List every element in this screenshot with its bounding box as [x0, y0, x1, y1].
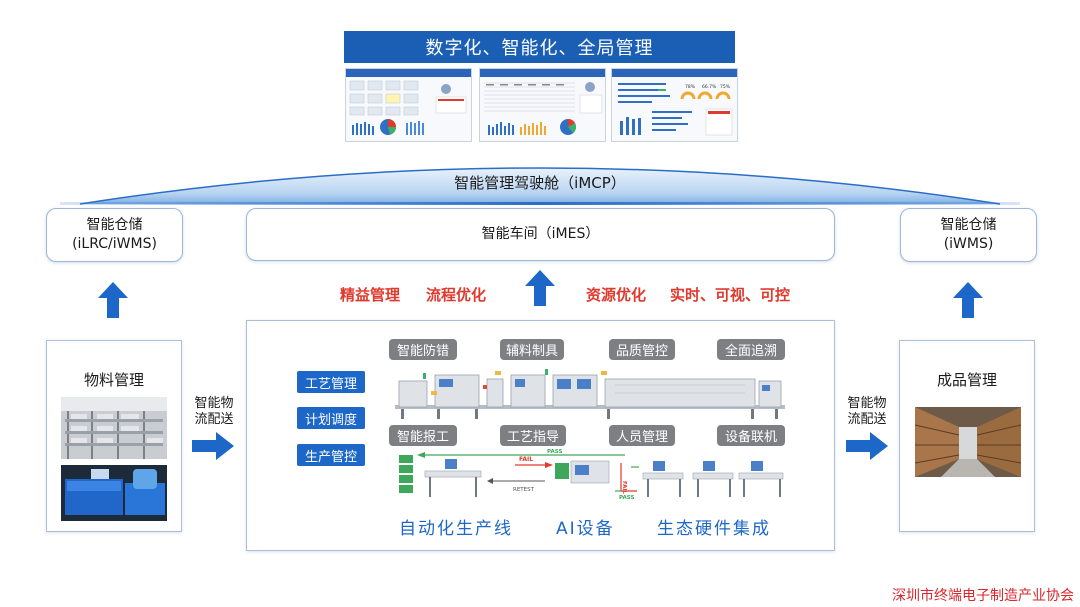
- dash-pct-3: 75%: [720, 84, 731, 90]
- cockpit-fan: [60, 167, 1020, 205]
- logistics-label-right-l2: 流配送: [847, 412, 887, 427]
- tag-production-control: 生产管控: [297, 444, 365, 466]
- tag-smart-reporting: 智能报工: [389, 425, 457, 446]
- tag-process-management: 工艺管理: [297, 371, 365, 393]
- pass-label-bottom: PASS: [619, 495, 634, 501]
- ecosystem-hardware-label: 生态硬件集成: [657, 519, 771, 539]
- tag-equipment-connection: 设备联机: [717, 425, 785, 446]
- up-arrow-icon: [525, 270, 555, 306]
- fail-label-vertical: FAIL: [621, 481, 627, 494]
- tag-plan-scheduling: 计划调度: [297, 407, 365, 429]
- dash-pct-1: 78%: [685, 84, 696, 90]
- smart-warehouse-right-sub: (iWMS): [943, 236, 994, 252]
- dash-pct-2: 66.7%: [702, 84, 717, 90]
- tag-quality-control: 品质管控: [609, 339, 675, 360]
- benefit-process: 流程优化: [426, 286, 487, 304]
- right-arrow-icon: [192, 432, 234, 460]
- smart-warehouse-left: 智能仓储 (iLRC/iWMS): [46, 208, 183, 262]
- workshop-center-panel: 工艺管理 计划调度 生产管控 智能防错 辅料制具 品质管控 全面追溯 智能报工 …: [246, 320, 835, 551]
- smart-warehouse-left-sub: (iLRC/iWMS): [72, 236, 157, 252]
- tag-auxiliary-tooling: 辅料制具: [500, 339, 564, 360]
- material-management-title: 物料管理: [83, 371, 144, 389]
- assembly-stations-image: FAIL PASS RETEST FAIL PASS: [399, 449, 784, 501]
- up-arrow-icon: [953, 282, 983, 318]
- up-arrow-icon: [98, 282, 128, 318]
- logistics-label-right: 智能物 流配送: [843, 396, 891, 428]
- pass-label-top: PASS: [547, 449, 562, 455]
- retest-label: RETEST: [513, 487, 535, 493]
- material-bins-image: [61, 465, 167, 521]
- smart-warehouse-left-title: 智能仓储: [86, 217, 143, 233]
- top-banner: 数字化、智能化、全局管理: [344, 31, 735, 63]
- dashboard-thumbnail-3: 78% 66.7% 75%: [611, 68, 738, 142]
- benefit-lean: 精益管理: [340, 286, 401, 304]
- warehouse-shelves-image: [61, 397, 167, 459]
- footer-organization: 深圳市终端电子制造产业协会: [892, 588, 1074, 604]
- tag-process-guidance: 工艺指导: [500, 425, 566, 446]
- tag-smart-error-proofing: 智能防错: [389, 339, 457, 360]
- finished-goods-title: 成品管理: [936, 371, 997, 389]
- logistics-label-left-l2: 流配送: [194, 412, 234, 427]
- right-arrow-icon: [846, 432, 888, 460]
- tag-personnel-management: 人员管理: [609, 425, 675, 446]
- smart-warehouse-right-title: 智能仓储: [940, 217, 997, 233]
- dashboard-thumbnail-1: [345, 68, 472, 142]
- logistics-label-left-l1: 智能物: [194, 396, 234, 411]
- ai-equipment-label: AI设备: [556, 519, 615, 539]
- dashboard-thumbnail-2: [479, 68, 606, 142]
- logistics-label-right-l1: 智能物: [847, 396, 887, 411]
- material-management-panel: 物料管理: [46, 340, 182, 532]
- fail-label: FAIL: [519, 456, 533, 463]
- finished-goods-warehouse-image: [915, 407, 1021, 477]
- automated-line-label: 自动化生产线: [399, 519, 513, 539]
- tag-full-traceability: 全面追溯: [717, 339, 785, 360]
- benefit-realtime: 实时、可视、可控: [670, 286, 791, 304]
- smart-warehouse-right: 智能仓储 (iWMS): [900, 208, 1037, 262]
- finished-goods-panel: 成品管理: [899, 340, 1035, 532]
- smart-workshop-label: 智能车间（iMES）: [481, 226, 600, 242]
- benefit-resource: 资源优化: [586, 286, 647, 304]
- smart-workshop-box: 智能车间（iMES）: [246, 208, 835, 261]
- cockpit-label: 智能管理驾驶舱（iMCP）: [454, 174, 626, 192]
- logistics-label-left: 智能物 流配送: [190, 396, 238, 428]
- smt-production-line-image: [395, 369, 785, 419]
